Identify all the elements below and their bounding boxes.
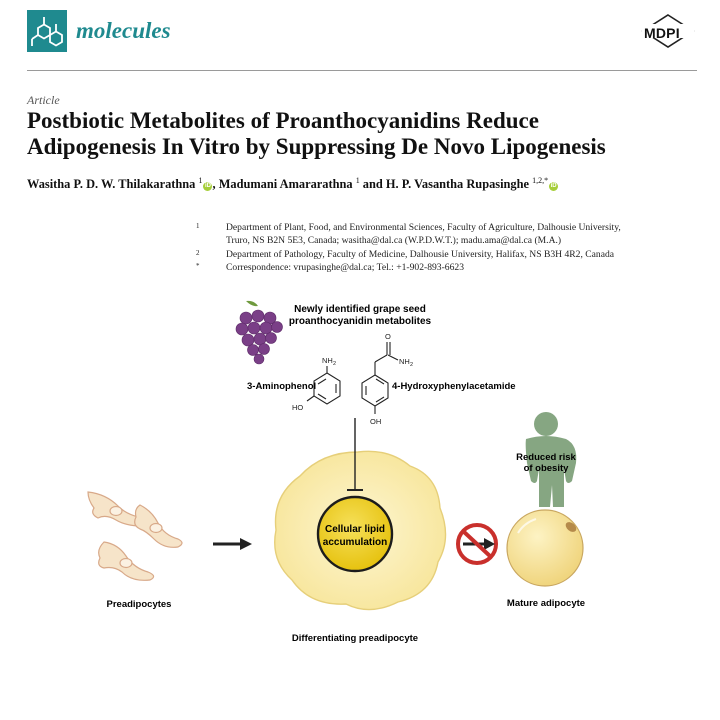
affiliation-text: Department of Pathology, Faculty of Medi… [226,249,615,260]
title-line: Postbiotic Metabolites of Proanthocyanid… [27,108,539,133]
affiliation-marker: 1 [196,222,200,230]
grape-bunch-icon [235,300,283,365]
orcid-icon[interactable]: iD [203,182,213,192]
aminophenol-structure [306,366,341,405]
differentiating-label: Differentiating preadipocyte [292,633,418,644]
correspondence: * Correspondence: vrupasinghe@dal.ca; Te… [196,262,696,275]
affiliation-marker: * [196,262,200,270]
chem-label: NH [322,356,333,365]
center-label: Cellular lipid [325,524,385,535]
article-title: Postbiotic Metabolites of Proanthocyanid… [27,108,707,160]
mdpi-logo-icon [641,14,695,48]
author-name[interactable]: H. P. Vasantha Rupasinghe [385,177,530,192]
preadipocytes-label: Preadipocytes [107,599,172,610]
chem-label: HO [292,403,303,412]
article-type: Article [27,93,60,107]
author-separator: , [212,177,219,192]
title-line: Adipogenesis In Vitro by Suppressing De … [27,134,606,159]
journal-name[interactable]: molecules [76,18,171,43]
inhibition-arrow-icon [347,418,363,491]
chem-label: NH [399,357,410,366]
graphical-abstract: Newly identified grape seed proanthocyan… [87,300,585,644]
metabolites-heading: Newly identified grape seed [294,304,426,315]
hydroxyphenylacetamide-structure [361,342,399,414]
correspondence-text: Correspondence: vrupasinghe@dal.ca; Tel.… [226,262,464,273]
molecule-logo-icon [31,17,63,47]
metabolites-heading: proanthocyanidin metabolites [289,316,432,327]
preadipocyte-cells [87,491,183,581]
author-affil-marker: 1 [355,176,360,185]
affiliation-1: 1 Department of Plant, Food, and Environ… [196,222,696,248]
no-entry-icon[interactable] [456,523,498,565]
compound-1-label: 3-Aminophenol [247,381,316,392]
author-name[interactable]: Wasitha P. D. W. Thilakarathna [27,177,196,192]
orcid-icon[interactable]: iD [549,182,559,192]
mature-adipocyte-label: Mature adipocyte [507,598,585,609]
affiliation-2: 2 Department of Pathology, Faculty of Me… [196,249,696,262]
author-list: Wasitha P. D. W. Thilakarathna 1iD, Madu… [27,176,717,192]
publisher-logo[interactable]: MDPI [640,14,696,48]
human-figure-icon [525,412,577,507]
chem-label: 2 [333,361,336,367]
affiliation-marker: 2 [196,249,200,257]
header-divider [27,70,697,71]
compound-2-label: 4-Hydroxyphenylacetamide [392,381,516,392]
center-label: accumulation [323,537,387,548]
affiliation-text: Department of Plant, Food, and Environme… [226,222,621,233]
lipid-droplet [316,495,394,573]
journal-logo [27,10,67,52]
affiliation-text: Truro, NS B2N 5E3, Canada; wasitha@dal.c… [226,234,562,246]
publisher-name: MDPI [644,25,680,41]
chem-label: 2 [410,362,413,368]
risk-label: of obesity [524,463,570,474]
author-name[interactable]: Madumani Amararathna [218,177,353,192]
risk-label: Reduced risk [516,452,576,463]
author-affil-marker: 1,2,* [532,176,549,185]
chem-label: OH [370,417,381,426]
chem-label: O [385,332,391,341]
author-separator: and [359,177,386,192]
mature-adipocyte-cell [506,509,584,587]
progression-arrow [213,538,252,550]
author-affil-marker: 1 [198,176,203,185]
